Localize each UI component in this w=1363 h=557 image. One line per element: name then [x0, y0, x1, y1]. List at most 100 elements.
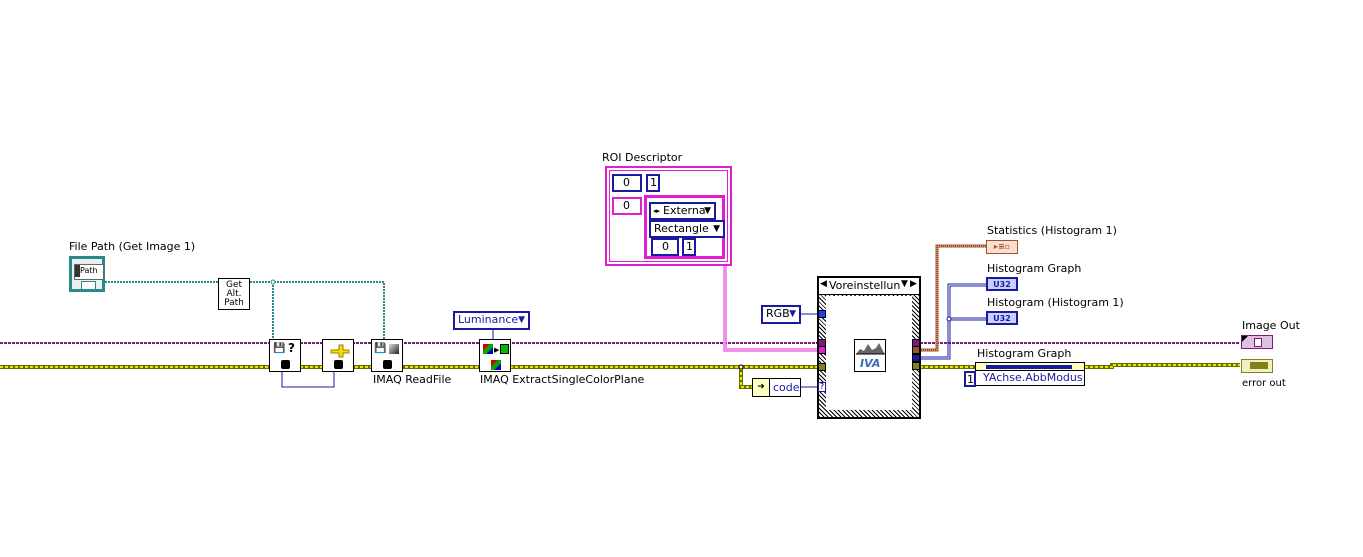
select-arrow-icon: [329, 344, 350, 358]
rgb-input-tunnel: [818, 310, 826, 318]
roi-coords-size-value: 1: [686, 240, 693, 253]
contour-type-value: Externa: [663, 204, 706, 217]
axis-mode-value: 1: [967, 373, 974, 386]
file-path-label: File Path (Get Image 1): [69, 240, 196, 253]
get-alt-path-node[interactable]: Get Alt. Path: [218, 278, 250, 310]
roi-outer-index-value: 0: [623, 176, 630, 189]
floppy-disk-icon: 💾: [273, 343, 286, 354]
roi-coords-index[interactable]: 0: [651, 238, 679, 256]
decrement-arrow-icon[interactable]: ◀: [820, 279, 827, 289]
image-icon: [389, 344, 399, 354]
color-icon: [491, 360, 501, 370]
contour-type-ring[interactable]: ◂▸ Externa ▼: [649, 202, 716, 220]
error-out-indicator[interactable]: [1241, 359, 1273, 373]
path-terminal-icon: [81, 281, 96, 290]
get-alt-path-line1: Get: [225, 280, 243, 290]
histogram-output-tunnel: [912, 354, 920, 362]
histogram-wire-junction: [946, 316, 952, 322]
arrow-icon: ▶: [494, 346, 500, 354]
corner-marker-icon: [1242, 336, 1248, 342]
case-selector-value: Voreinstellun: [829, 279, 901, 292]
case-selector-terminal: ?: [818, 382, 826, 392]
roi-input-tunnel: [818, 346, 826, 354]
iva-label: IVA: [860, 357, 881, 370]
error-input-tunnel: [818, 363, 826, 371]
property-node-header: [976, 363, 1084, 371]
case-selector-label[interactable]: ◀ Voreinstellun ▼ ▶: [819, 278, 919, 295]
path-glyph: Path: [74, 264, 104, 280]
error-terminal-icon: [281, 360, 290, 369]
cluster-glyph-icon: [1250, 362, 1268, 369]
get-alt-path-line2: Alt.: [226, 289, 242, 299]
histogram-graph-label: Histogram Graph: [987, 262, 1082, 275]
roi-descriptor-label: ROI Descriptor: [602, 151, 683, 164]
arrow-right-icon: ➜: [753, 379, 770, 396]
statistics-label: Statistics (Histogram 1): [987, 224, 1117, 237]
u32-array-glyph: U32: [993, 314, 1011, 323]
ring-arrows-icon: ◂▸: [653, 207, 661, 215]
histogram-icon: [856, 343, 885, 355]
color-plane-constant[interactable]: Luminance ▼: [453, 311, 530, 330]
statistics-output-tunnel: [912, 346, 920, 354]
shape-value: Rectangle: [654, 222, 709, 235]
dropdown-arrow-icon: ▼: [704, 206, 711, 216]
dropdown-arrow-icon: ▼: [789, 309, 796, 319]
histogram-graph-property-node[interactable]: YAchse.AbbModus: [975, 362, 1085, 386]
select-node[interactable]: [322, 339, 354, 372]
path-wire: [105, 281, 385, 340]
dropdown-arrow-icon: ▼: [713, 224, 720, 234]
increment-arrow-icon[interactable]: ▶: [910, 279, 917, 289]
file-path-control[interactable]: Path: [69, 256, 105, 292]
property-node-label: Histogram Graph: [977, 347, 1072, 360]
roi-coords-index-value: 0: [662, 240, 669, 253]
dropdown-arrow-icon: ▼: [518, 315, 525, 325]
select-terminal-icon: [334, 360, 343, 369]
iva-express-vi[interactable]: IVA: [854, 339, 886, 372]
dropdown-arrow-icon[interactable]: ▼: [901, 279, 908, 289]
axis-mode-constant[interactable]: 1: [964, 371, 976, 387]
error-wire-junction: [738, 364, 744, 370]
histogram-label: Histogram (Histogram 1): [987, 296, 1124, 309]
file-exists-node[interactable]: 💾 ?: [269, 339, 301, 372]
property-name[interactable]: YAchse.AbbModus: [983, 371, 1083, 384]
unbundle-by-name-node[interactable]: ➜ code: [752, 378, 801, 397]
imaq-extract-plane-node[interactable]: ▶: [479, 339, 511, 372]
roi-inner-index[interactable]: 0: [612, 197, 642, 215]
shape-ring[interactable]: Rectangle ▼: [649, 220, 725, 238]
statistics-wire: [920, 244, 986, 352]
cluster-glyph: ▸≡▫: [993, 242, 1011, 251]
rgb-image-icon: [483, 344, 493, 354]
imaq-readfile-node[interactable]: 💾: [371, 339, 403, 372]
image-glyph-icon: [1254, 338, 1262, 347]
roi-outer-size: 1: [646, 174, 660, 192]
code-element-label: code: [773, 381, 800, 394]
question-mark-icon: ?: [288, 341, 295, 355]
error-code-wire: [281, 372, 335, 388]
path-glyph-text: Path: [80, 266, 98, 275]
color-plane-value: Luminance: [458, 313, 519, 326]
error-output-tunnel: [912, 362, 920, 370]
histogram-indicator[interactable]: U32: [986, 311, 1018, 325]
plane-icon: [500, 344, 509, 354]
imaq-readfile-label: IMAQ ReadFile: [373, 373, 452, 386]
statistics-indicator[interactable]: ▸≡▫: [986, 240, 1018, 254]
rgb-mode-constant[interactable]: RGB ▼: [761, 305, 801, 324]
error-terminal-icon: [383, 360, 392, 369]
floppy-disk-icon: 💾: [374, 343, 387, 354]
u32-array-glyph: U32: [993, 280, 1011, 289]
rgb-mode-value: RGB: [766, 307, 790, 320]
histogram-graph-indicator[interactable]: U32: [986, 277, 1018, 291]
roi-coords-size: 1: [682, 238, 696, 256]
roi-inner-index-value: 0: [623, 199, 630, 212]
image-out-indicator[interactable]: [1241, 335, 1273, 349]
imaq-extract-plane-label: IMAQ ExtractSingleColorPlane: [480, 373, 645, 386]
error-out-label: error out: [1242, 378, 1286, 389]
roi-descriptor-constant[interactable]: 0 1 0 ◂▸ Externa ▼ Rectangle ▼ 0 1: [605, 166, 732, 266]
roi-outer-index[interactable]: 0: [612, 174, 642, 192]
reference-bar: [986, 365, 1072, 369]
roi-outer-size-value: 1: [650, 176, 657, 189]
get-alt-path-line3: Path: [224, 298, 244, 308]
path-wire-junction: [270, 279, 276, 285]
image-out-label: Image Out: [1242, 319, 1300, 332]
